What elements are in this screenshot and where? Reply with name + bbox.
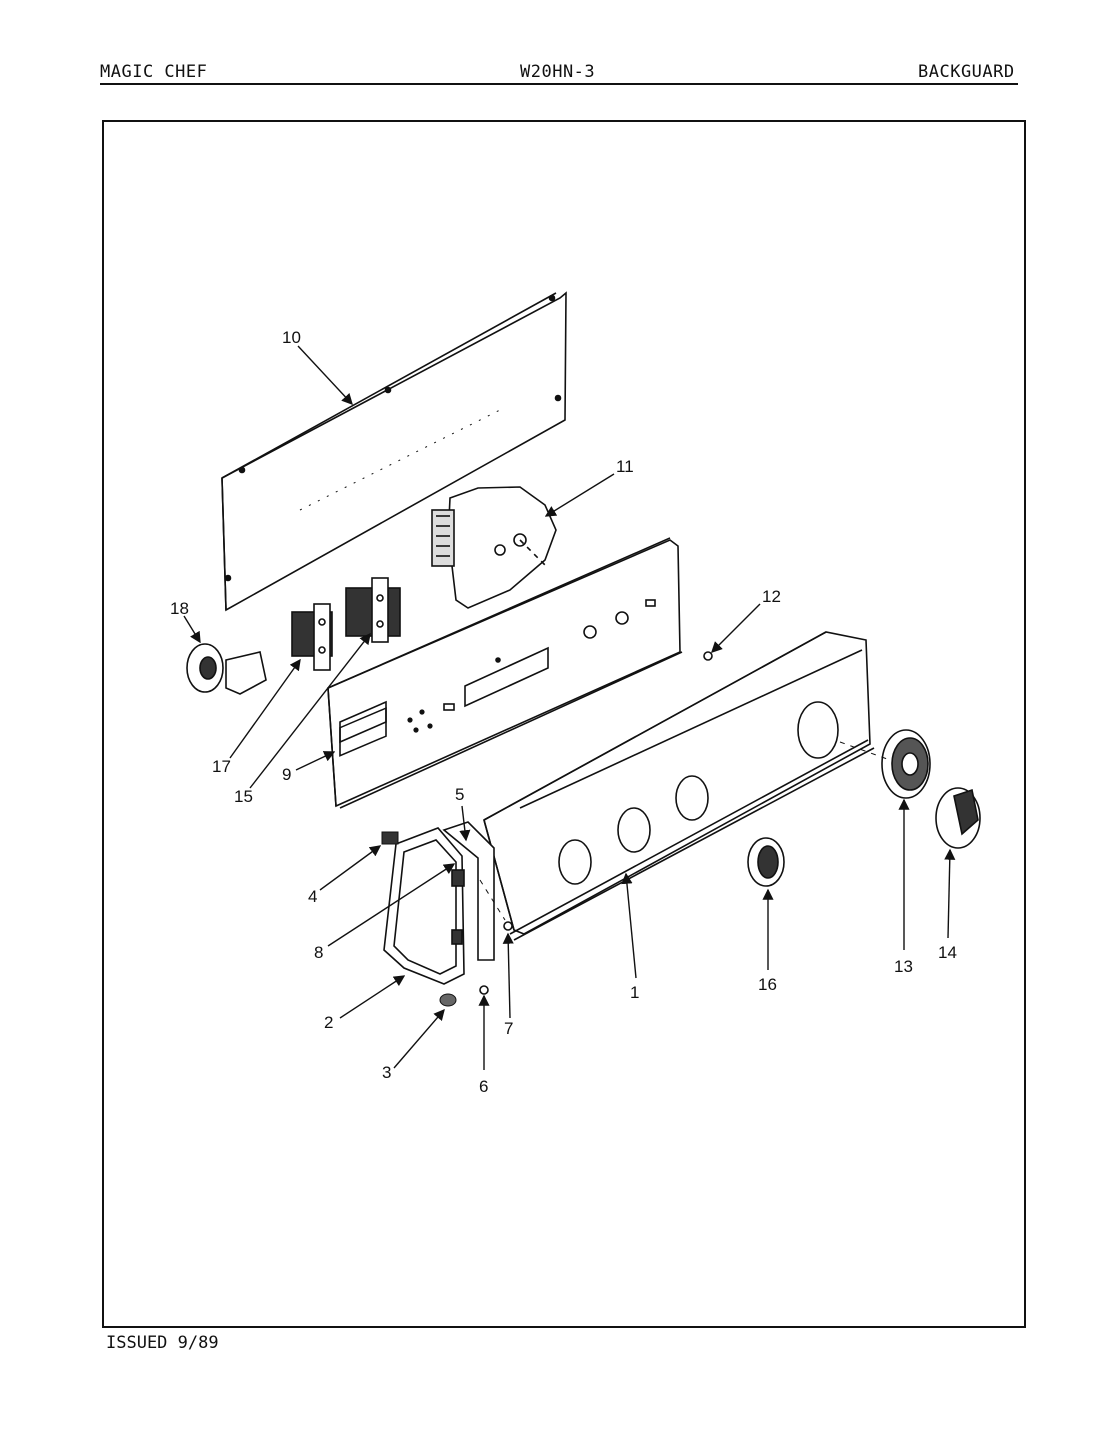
leader-arrows: [183, 345, 956, 1070]
callout-15: 15: [234, 787, 253, 806]
clip-3: [439, 993, 457, 1007]
callout-1: 1: [630, 983, 639, 1002]
callout-18: 18: [170, 599, 189, 618]
header-section: BACKGUARD: [918, 62, 1015, 82]
header-brand: MAGIC CHEF: [100, 62, 208, 82]
switch-17: [291, 603, 333, 671]
callout-13: 13: [894, 957, 913, 976]
callout-11: 11: [616, 457, 634, 476]
timer-11: [431, 486, 557, 609]
callout-4: 4: [308, 887, 317, 906]
screw-7: [503, 921, 513, 931]
callout-6: 6: [479, 1077, 488, 1096]
callout-8: 8: [314, 943, 323, 962]
control-panel-9: [327, 537, 683, 809]
callout-12: 12: [762, 587, 781, 606]
callout-16: 16: [758, 975, 777, 994]
callout-9: 9: [282, 765, 291, 784]
screw-12: [703, 651, 713, 661]
callout-14: 14: [938, 943, 957, 962]
alignment-lines: [479, 741, 891, 921]
switch-15: [345, 577, 401, 643]
screw-6: [479, 985, 489, 995]
callout-3: 3: [382, 1063, 391, 1082]
trim-strip-5: [442, 821, 495, 961]
callout-10: 10: [282, 328, 301, 347]
callout-17: 17: [212, 757, 231, 776]
switch-18: [186, 643, 267, 695]
callout-2: 2: [324, 1013, 333, 1032]
issued-date: ISSUED 9/89: [106, 1333, 219, 1353]
header-model: W20HN-3: [520, 62, 596, 82]
callout-5: 5: [455, 785, 464, 804]
end-cap-2: [383, 827, 465, 985]
knob-16: [747, 837, 785, 887]
header-rule: [100, 83, 1018, 85]
clip-4: [381, 831, 399, 845]
callout-7: 7: [504, 1019, 513, 1038]
rear-panel-10: [221, 291, 567, 612]
diagram-frame: [102, 120, 1026, 1328]
backguard-housing-1: [483, 631, 875, 941]
dial-13: [881, 729, 931, 799]
knob-14: [935, 787, 981, 849]
